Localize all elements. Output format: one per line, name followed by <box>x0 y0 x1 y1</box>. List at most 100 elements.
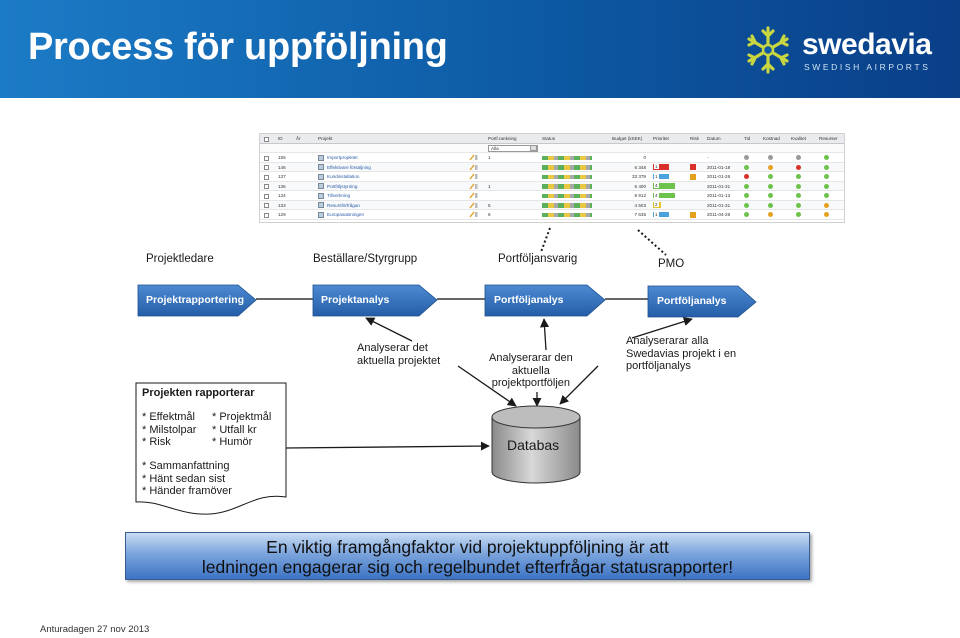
status-dot-icon <box>744 202 749 208</box>
role-projektledare: Projektledare <box>146 253 214 265</box>
row-status-bar <box>542 155 592 160</box>
banner-line-2: ledningen engagerar sig och regelbundet … <box>201 557 734 577</box>
document-icon <box>318 164 324 170</box>
row-budget: 4 503 <box>634 202 647 208</box>
risk-flag-icon <box>690 211 696 218</box>
status-dot-icon <box>796 155 801 161</box>
arrow-document-to-database <box>285 441 490 451</box>
document-icon <box>318 154 324 161</box>
status-dot-icon <box>768 164 773 170</box>
row-project-name: Importprojektet <box>327 155 358 160</box>
status-dot-icon <box>824 174 829 180</box>
row-checkbox <box>264 212 269 218</box>
row-id: 137 <box>278 174 286 179</box>
row-budget: 6 348 <box>634 164 647 170</box>
row-checkbox <box>264 184 269 189</box>
edit-pencil-icon <box>469 202 478 208</box>
row-budget: 8 912 <box>634 193 647 198</box>
edit-pencil-icon <box>469 211 478 218</box>
row-rank: 5 <box>488 202 491 208</box>
document-item-projektmal: * Projektmål <box>212 411 272 423</box>
key-message-banner: En viktig framgångfaktor vid projektuppf… <box>125 532 810 580</box>
rank-filter-select: Alla <box>488 144 538 152</box>
row-project-name: Tillverkning <box>327 193 351 198</box>
dropdown-arrow-icon <box>530 145 537 151</box>
row-priority: 1 <box>654 164 659 169</box>
status-dot-icon <box>744 155 749 161</box>
status-dot-icon <box>768 183 773 189</box>
row-id: 135 <box>278 183 286 189</box>
risk-flag-icon <box>690 164 696 170</box>
header-project: Projekt <box>318 136 333 141</box>
note-portfoljanalys: Analyserarar den aktuella projektportföl… <box>489 352 573 389</box>
status-dot-icon <box>744 193 749 199</box>
row-budget: 7 635 <box>634 212 647 217</box>
row-id: 155 <box>278 155 286 160</box>
database-label: Databas <box>507 437 560 453</box>
row-date: 2011-01-26 <box>707 174 731 179</box>
row-rank: 1 <box>488 183 491 189</box>
row-project-name: Effektivare försäljning <box>327 164 371 170</box>
slide-header: Process för uppföljning swedavia SWEDISH… <box>0 0 960 98</box>
document-item-utfall: * Utfall kr <box>212 423 257 436</box>
status-dot-icon <box>796 183 801 189</box>
row-priority-bar <box>653 173 669 180</box>
portfolio-table-screenshot: ID År Projekt Portf.rankning Status Budg… <box>259 133 845 223</box>
role-bestallare: Beställare/Styrgrupp <box>313 253 418 265</box>
banner-line-1: En viktig framgångfaktor vid projektuppf… <box>266 537 669 557</box>
row-priority: 1 <box>654 211 659 217</box>
document-item-hander: * Händer framöver <box>142 485 232 497</box>
row-id: 146 <box>278 164 286 170</box>
slide-title: Process för uppföljning <box>28 26 448 68</box>
filter-row: Alla <box>260 143 844 153</box>
status-dot-icon <box>744 183 749 189</box>
row-priority-bar <box>653 192 675 199</box>
status-dot-icon <box>824 164 829 170</box>
header-risk: Risk <box>690 136 699 141</box>
row-status-bar <box>542 212 592 217</box>
document-icon <box>318 202 324 208</box>
row-checkbox <box>264 203 269 208</box>
dotted-connector-portfolio <box>540 227 551 253</box>
arrow-projektanalys <box>365 317 413 342</box>
row-rank: 6 <box>488 212 491 217</box>
row-id: 133 <box>278 202 286 208</box>
row-priority: 4 <box>654 183 659 188</box>
row-priority-bar <box>653 211 669 218</box>
process-step-portfoljanalys-pmo: Portföljanalys <box>657 295 727 307</box>
row-priority: 4 <box>654 192 659 198</box>
row-checkbox <box>264 165 269 170</box>
status-dot-icon <box>768 193 773 199</box>
row-date: 2011-01-31 <box>707 202 731 208</box>
row-project-name: Portföljstyrning <box>327 183 358 189</box>
header-date: Datum <box>707 136 721 141</box>
document-icon <box>318 192 324 199</box>
status-dot-icon <box>796 193 801 199</box>
row-status-bar <box>542 184 592 189</box>
risk-flag-icon <box>690 173 696 180</box>
edit-pencil-icon <box>469 173 478 180</box>
document-item-humor: * Humör <box>212 436 253 448</box>
status-dot-icon <box>768 212 773 218</box>
row-id: 134 <box>278 193 286 198</box>
header-quality: Kvalitet <box>791 136 807 141</box>
row-status-bar <box>542 203 592 208</box>
row-project-name: Kundinstallation <box>327 174 360 179</box>
status-dot-icon <box>768 155 773 161</box>
row-status-bar <box>542 193 592 198</box>
note-pmo-analys: Analyserarar alla Swedavias projekt i en… <box>626 335 737 372</box>
header-status: Status <box>542 136 556 141</box>
row-budget: 33 379 <box>631 174 646 179</box>
edit-pencil-icon <box>469 154 478 161</box>
swedavia-logo: swedavia SWEDISH AIRPORTS <box>740 22 940 78</box>
document-item-risk: * Risk <box>142 436 171 448</box>
role-pmo: PMO <box>658 258 685 270</box>
row-project-name: Europasatsningen <box>327 212 365 217</box>
status-dot-icon <box>824 193 829 199</box>
status-dot-icon <box>796 164 801 170</box>
snowflake-logo-icon <box>747 26 789 74</box>
